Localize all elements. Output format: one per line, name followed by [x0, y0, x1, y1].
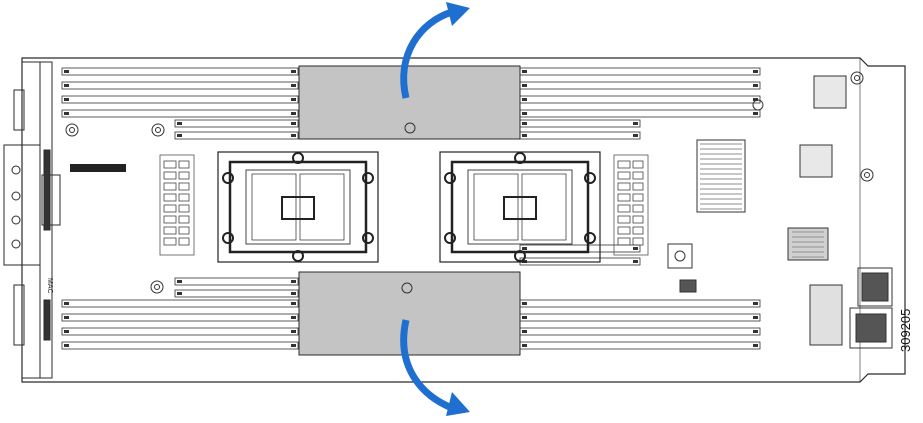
curved-arrow-up-right-icon	[400, 8, 454, 99]
dimm-slot	[519, 131, 641, 140]
dimm-slot	[174, 289, 299, 298]
mac-label: MAC	[46, 278, 53, 294]
dimm-slot	[61, 327, 299, 336]
dimm-slot	[61, 341, 299, 350]
dimm-slot	[519, 81, 761, 90]
dimm-slots-bottom-right	[519, 244, 761, 350]
arrow-head-top	[446, 2, 470, 26]
curved-arrow-down-right-icon	[400, 319, 454, 412]
cpu-socket-1	[217, 151, 379, 263]
dimm-slot	[519, 95, 761, 104]
air-baffle-bottom	[298, 271, 521, 356]
chip-square-1	[813, 75, 847, 109]
dimm-slot	[519, 299, 761, 308]
dimm-slot	[61, 95, 299, 104]
dimm-slot	[174, 131, 299, 140]
dimm-slot	[519, 119, 641, 128]
air-baffle-top	[298, 65, 521, 140]
dimm-slot	[61, 109, 299, 118]
dimm-slots-top-left	[61, 67, 299, 140]
dimm-slots-bottom-left	[61, 277, 299, 350]
mezzanine-connector	[70, 164, 126, 172]
dimm-slot	[61, 313, 299, 322]
dimm-slot	[519, 327, 761, 336]
storage-connector	[787, 227, 829, 261]
dimm-slot	[519, 67, 761, 76]
arrow-head-bottom	[446, 392, 470, 416]
dimm-slot	[174, 119, 299, 128]
dimm-slot	[519, 313, 761, 322]
figure-id-label: 309205	[898, 308, 913, 352]
chip-square-2	[799, 144, 833, 178]
dimm-slots-top-right	[519, 67, 761, 140]
cpu-socket-2	[439, 151, 601, 263]
dimm-slot	[61, 81, 299, 90]
vrm-block-right	[613, 154, 649, 256]
dimm-slot	[519, 341, 761, 350]
dimm-slot	[519, 109, 761, 118]
small-components	[667, 243, 697, 293]
chipset-heatsink	[696, 139, 746, 213]
dimm-slot	[61, 67, 299, 76]
dimm-slot	[61, 299, 299, 308]
front-bezel	[3, 61, 61, 379]
dimm-slot	[174, 277, 299, 286]
vrm-block-left	[159, 154, 195, 256]
rear-ports	[809, 267, 893, 349]
